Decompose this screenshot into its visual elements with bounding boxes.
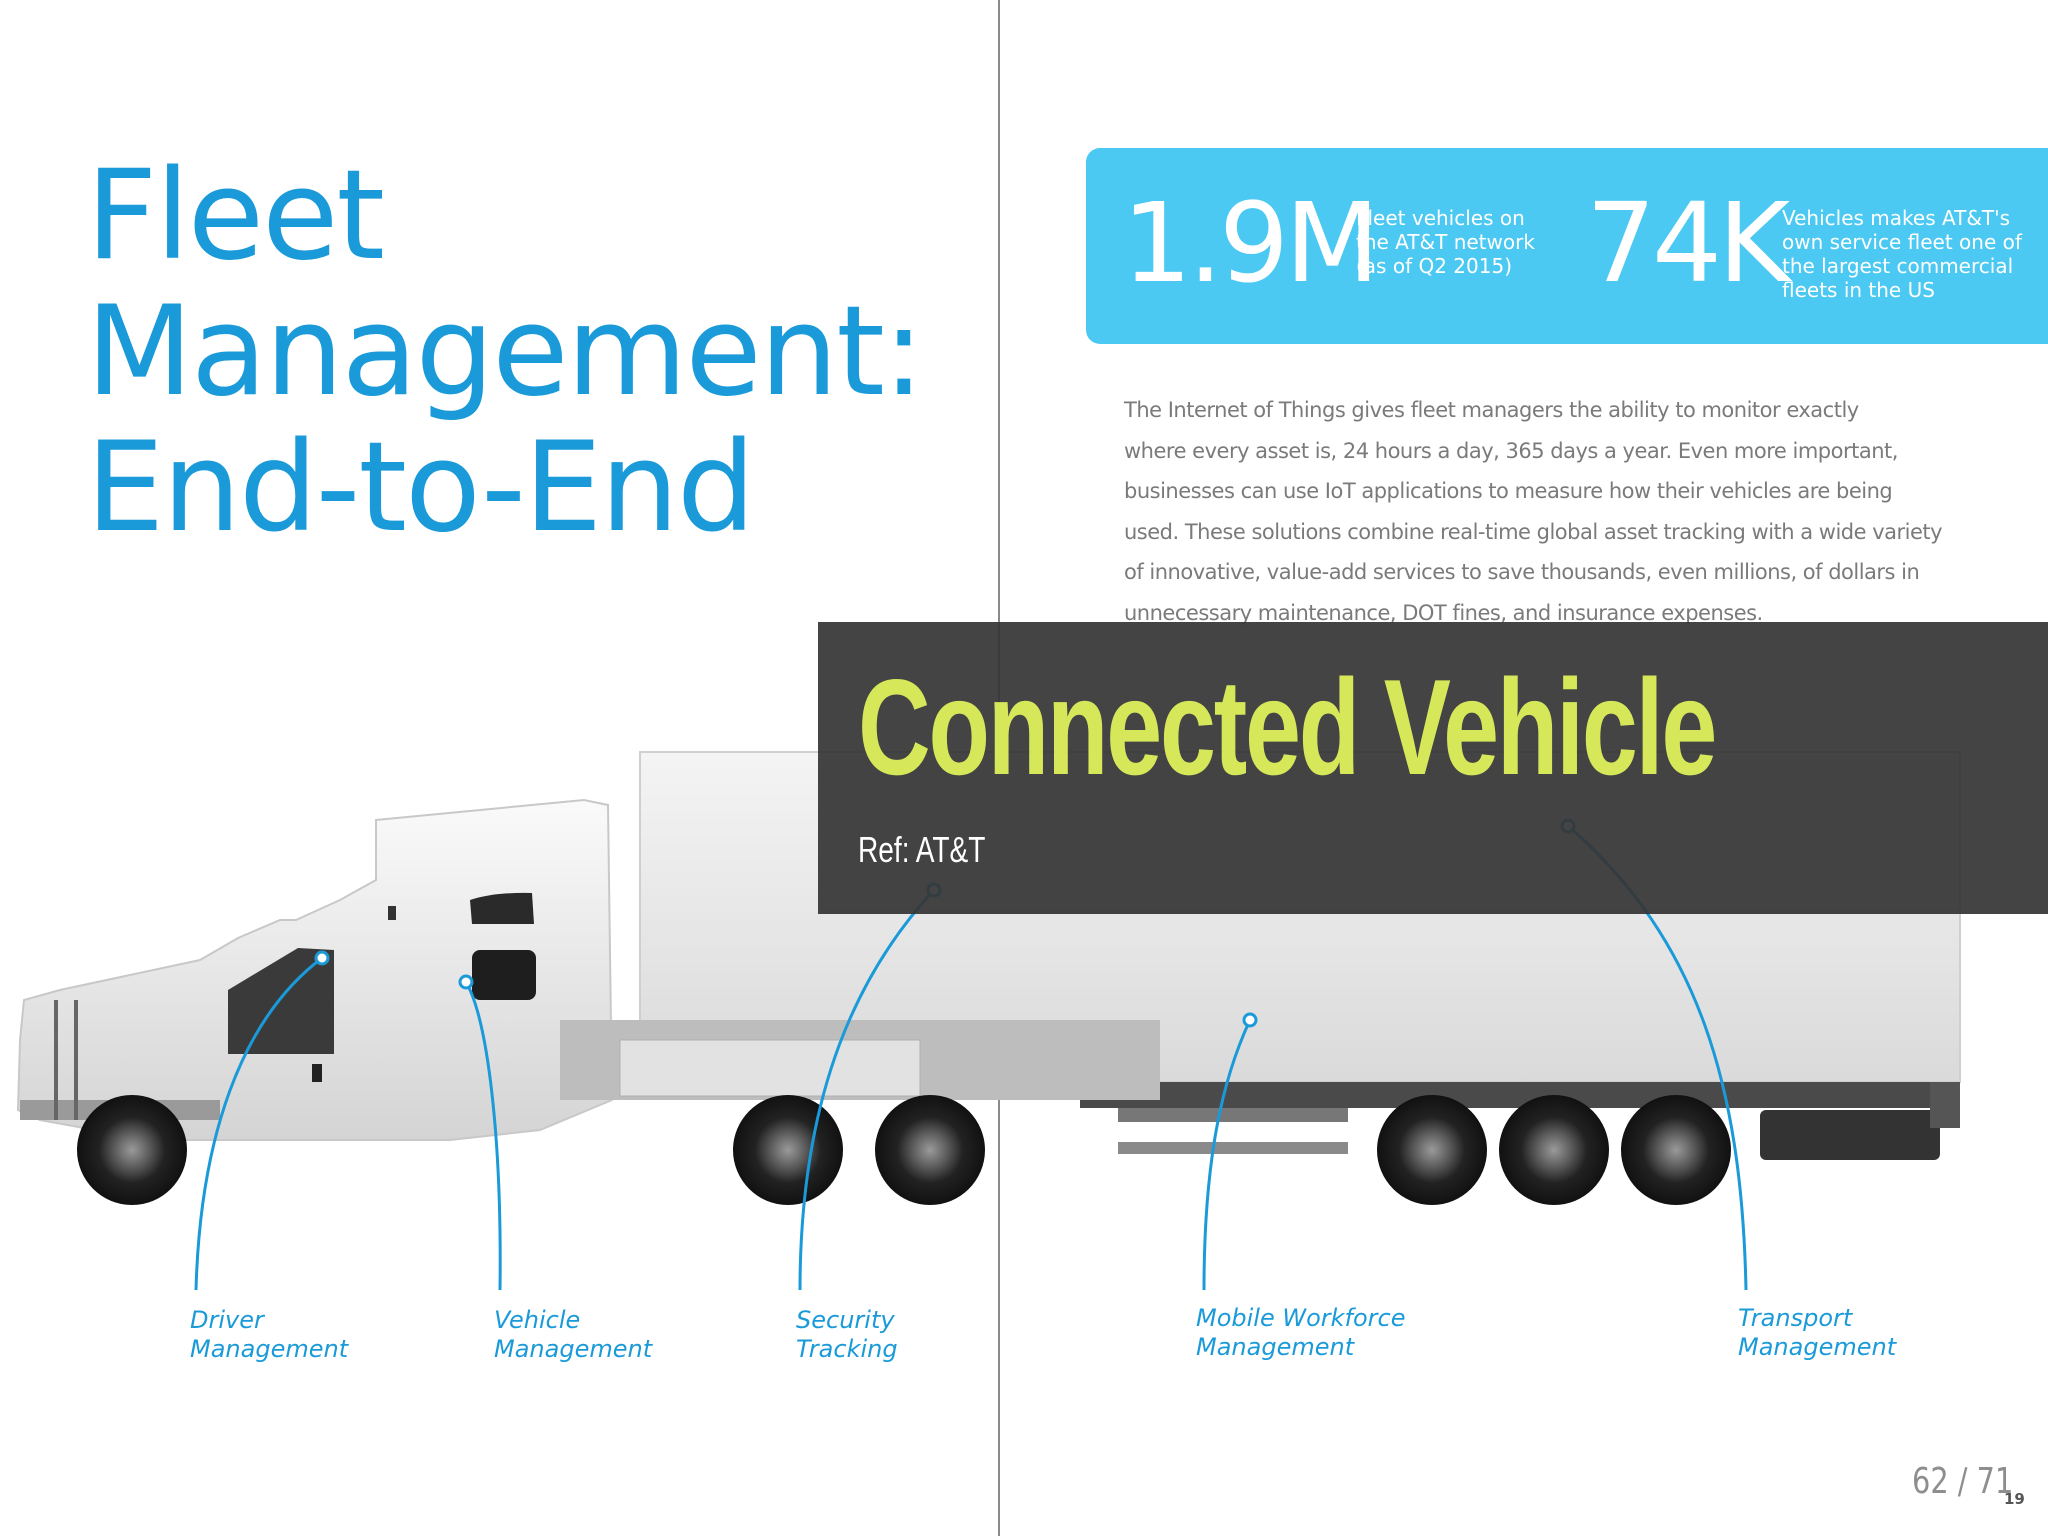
stat-fleet-vehicles-value: 1.9M xyxy=(1122,179,1380,307)
label-mobile-workforce-management: Mobile Workforce Management xyxy=(1196,1304,1406,1362)
slide-counter: 62 / 71 xyxy=(1912,1461,2014,1502)
body-line-3: businesses can use IoT applications to m… xyxy=(1124,479,1893,503)
label-mobile-line-2: Management xyxy=(1196,1333,1355,1361)
slide-title-overlay: Connected Vehicle Ref: AT&T xyxy=(818,622,2048,914)
label-transport-line-1: Transport xyxy=(1738,1304,1853,1332)
stat-service-fleet-description: Vehicles makes AT&T's own service fleet … xyxy=(1782,206,2022,302)
stat1-desc-line-1: Fleet vehicles on xyxy=(1356,206,1525,230)
label-vehicle-line-2: Management xyxy=(494,1335,653,1363)
label-security-line-2: Tracking xyxy=(796,1335,898,1363)
body-paragraph: The Internet of Things gives fleet manag… xyxy=(1124,390,1984,633)
overlay-title: Connected Vehicle xyxy=(858,651,1717,803)
stat1-desc-line-3: (as of Q2 2015) xyxy=(1356,254,1512,278)
callout-marker-icon xyxy=(1242,1012,1258,1028)
label-transport-line-2: Management xyxy=(1738,1333,1897,1361)
title-line-2: Management: xyxy=(86,280,925,424)
label-driver-management: Driver Management xyxy=(190,1306,348,1364)
label-security-line-1: Security xyxy=(796,1306,895,1334)
label-vehicle-line-1: Vehicle xyxy=(494,1306,581,1334)
label-driver-line-1: Driver xyxy=(190,1306,264,1334)
label-mobile-line-1: Mobile Workforce xyxy=(1196,1304,1406,1332)
stat2-desc-line-3: the largest commercial xyxy=(1782,254,2014,278)
title-line-1: Fleet xyxy=(86,144,385,288)
callout-marker-icon xyxy=(314,950,330,966)
stat-service-fleet-value: 74K xyxy=(1586,179,1790,307)
page-title: Fleet Management: End-to-End xyxy=(86,144,925,560)
body-line-2: where every asset is, 24 hours a day, 36… xyxy=(1124,438,1898,463)
stat-fleet-vehicles-description: Fleet vehicles on the AT&T network (as o… xyxy=(1356,206,1535,278)
stat2-desc-line-1: Vehicles makes AT&T's xyxy=(1782,206,2011,230)
overlay-reference: Ref: AT&T xyxy=(858,829,986,870)
body-line-4: used. These solutions combine real-time … xyxy=(1124,519,1943,544)
body-line-6: unnecessary maintenance, DOT fines, and … xyxy=(1124,600,1763,625)
label-transport-management: Transport Management xyxy=(1738,1304,1896,1362)
wheels xyxy=(77,1095,1731,1205)
body-line-1: The Internet of Things gives fleet manag… xyxy=(1124,398,1859,422)
callout-marker-icon xyxy=(458,974,474,990)
title-line-3: End-to-End xyxy=(86,416,756,560)
stat2-desc-line-2: own service fleet one of xyxy=(1782,230,2022,254)
label-driver-line-2: Management xyxy=(190,1335,349,1363)
body-line-5: of innovative, value-add services to sav… xyxy=(1124,560,1920,584)
label-security-tracking: Security Tracking xyxy=(796,1306,898,1364)
label-vehicle-management: Vehicle Management xyxy=(494,1306,652,1364)
stat2-desc-line-4: fleets in the US xyxy=(1782,278,1935,302)
stat1-desc-line-2: the AT&T network xyxy=(1356,230,1535,254)
tractor-cab xyxy=(16,798,1160,1141)
page-number: 19 xyxy=(2004,1490,2025,1508)
stats-banner: 1.9M Fleet vehicles on the AT&T network … xyxy=(1086,148,2048,344)
